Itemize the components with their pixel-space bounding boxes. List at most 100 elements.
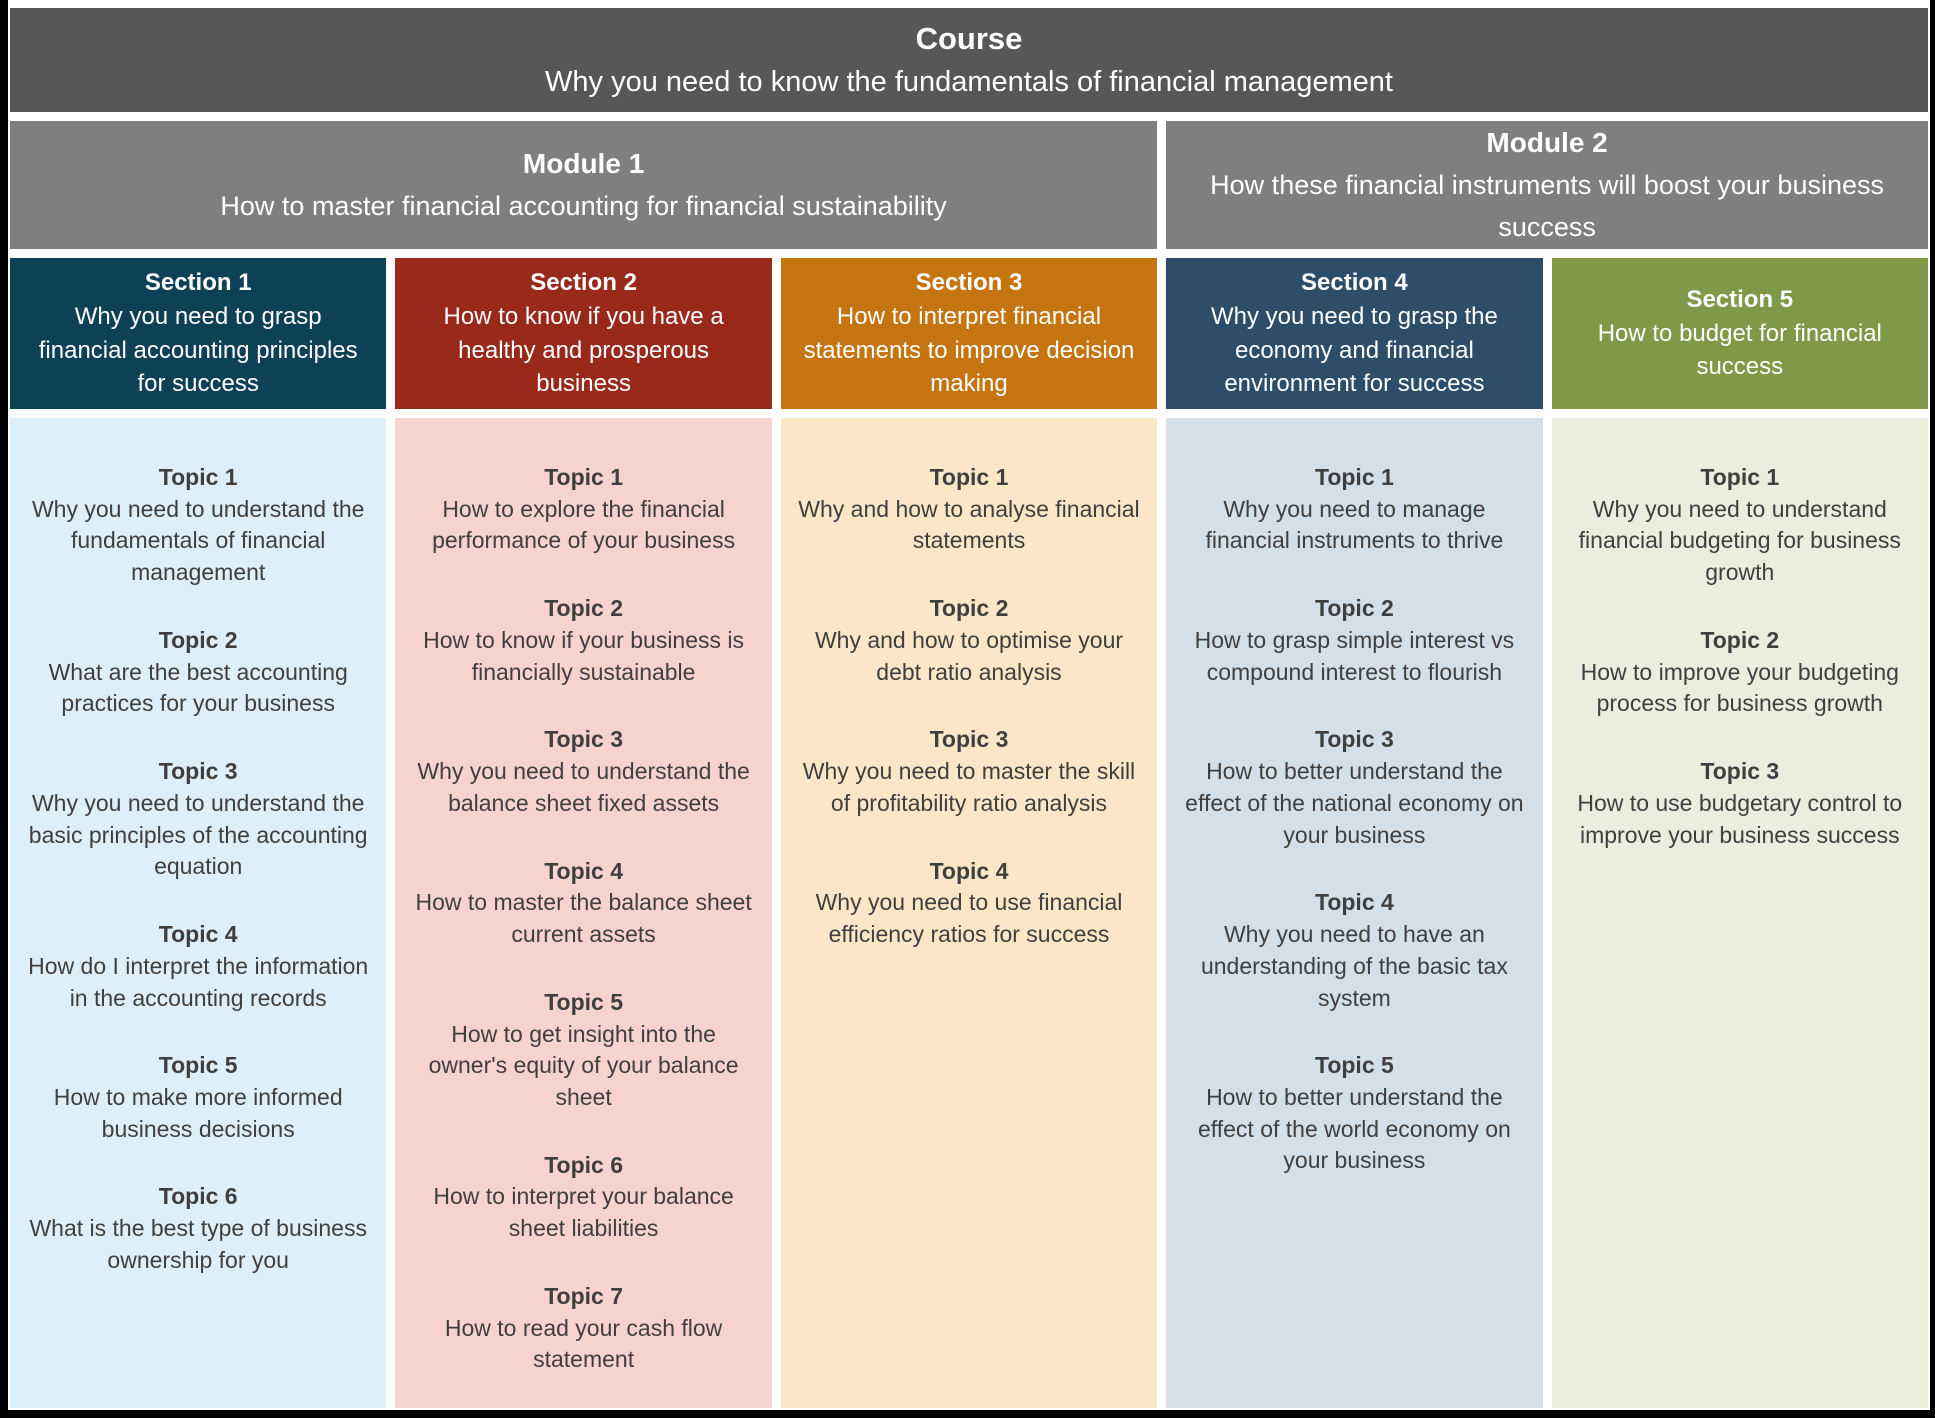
topic-text: How to read your cash flow statement — [444, 1314, 723, 1373]
topic-item: Topic 2 How to know if your business is f… — [409, 593, 757, 688]
section-header-3: Section 3 How to interpret financial sta… — [780, 258, 1158, 409]
topic-text: How to better understand the effect of t… — [1185, 758, 1524, 848]
topic-text: Why you need to understand the basic pri… — [28, 789, 368, 880]
topic-label: Topic 3 — [929, 726, 1009, 753]
section-header-1: Section 1 Why you need to grasp financia… — [10, 258, 387, 409]
topic-item: Topic 2 How to improve your budgeting pro… — [1566, 625, 1914, 720]
module-label: Module 1 — [522, 148, 645, 180]
course-label: Course — [915, 20, 1023, 56]
topic-label: Topic 2 — [1700, 626, 1780, 653]
topic-item: Topic 3 How to better understand the effe… — [1180, 724, 1528, 851]
topic-label: Topic 2 — [158, 626, 238, 653]
topic-label: Topic 3 — [1314, 726, 1394, 753]
topic-text: How to master the balance sheet current … — [415, 889, 752, 948]
topic-item: Topic 1 Why you need to understand financ… — [1566, 462, 1914, 589]
topic-item: Topic 6 How to interpret your balance she… — [409, 1150, 757, 1245]
topic-item: Topic 4 How do I interpret the informatio… — [24, 919, 372, 1014]
topic-label: Topic 4 — [158, 921, 238, 948]
topic-text: Why you need to understand the fundament… — [31, 495, 365, 586]
section-title: How to know if you have a healthy and pr… — [443, 302, 724, 398]
topic-label: Topic 4 — [544, 857, 623, 884]
topic-item: Topic 1 Why you need to manage financial … — [1180, 462, 1528, 557]
topic-text: Why you need to master the skill of prof… — [802, 758, 1136, 816]
topic-label: Topic 5 — [1314, 1052, 1394, 1079]
topic-text: How to make more informed business decis… — [53, 1084, 343, 1142]
section-title: Why you need to grasp the economy and fi… — [1210, 302, 1498, 398]
topic-item: Topic 7 How to read your cash flow statem… — [409, 1281, 757, 1376]
topic-text: Why you need to have an understanding of… — [1200, 921, 1508, 1011]
topic-item: Topic 4 How to master the balance sheet c… — [409, 856, 757, 951]
topic-text: Why and how to analyse financial stateme… — [798, 495, 1140, 554]
topics-column-3: Topic 1 Why and how to analyse financial … — [780, 418, 1158, 1408]
section-header-4: Section 4 Why you need to grasp the econ… — [1166, 258, 1543, 409]
module-1-header: Module 1 How to master financial account… — [10, 121, 1158, 249]
topic-text: What are the best accounting practices f… — [48, 658, 348, 717]
section-label: Section 4 — [1301, 269, 1408, 297]
topic-text: How do I interpret the information in th… — [28, 952, 369, 1011]
topic-text: How to interpret your balance sheet liab… — [433, 1183, 734, 1242]
topic-text: Why and how to optimise your debt ratio … — [814, 626, 1124, 685]
module-title: How these financial instruments will boo… — [1210, 169, 1884, 242]
section-title: Why you need to grasp financial accounti… — [38, 302, 358, 398]
module-2-header: Module 2 How these financial instruments… — [1166, 121, 1928, 249]
topic-text: How to improve your budgeting process fo… — [1580, 658, 1899, 717]
module-label: Module 2 — [1486, 127, 1608, 159]
topic-item: Topic 4 Why you need to have an understan… — [1180, 887, 1528, 1014]
topic-label: Topic 6 — [158, 1183, 238, 1210]
topic-text: What is the best type of business owners… — [29, 1215, 367, 1273]
topic-label: Topic 1 — [1314, 464, 1394, 490]
topic-text: Why you need to understand the balance s… — [417, 758, 750, 816]
topic-text: Why you need to use financial efficiency… — [815, 889, 1123, 948]
topic-text: Why you need to manage financial instrum… — [1205, 495, 1504, 554]
topic-item: Topic 5 How to get insight into the owner… — [409, 987, 757, 1114]
topic-label: Topic 6 — [544, 1151, 623, 1178]
section-header-5: Section 5 How to budget for financial su… — [1551, 258, 1928, 409]
course-header: Course Why you need to know the fundamen… — [10, 8, 1928, 112]
topic-label: Topic 5 — [158, 1052, 238, 1079]
section-title: How to interpret financial statements to… — [803, 302, 1135, 398]
topic-text: Why you need to understand financial bud… — [1578, 495, 1901, 586]
topic-item: Topic 4 Why you need to use financial eff… — [795, 856, 1143, 951]
topic-label: Topic 4 — [929, 857, 1009, 884]
section-label: Section 1 — [144, 269, 252, 297]
topic-text: How to explore the financial performance… — [432, 495, 736, 554]
topic-text: How to better understand the effect of t… — [1197, 1084, 1511, 1174]
course-title: Why you need to know the fundamentals of… — [545, 66, 1393, 99]
topic-item: Topic 3 Why you need to master the skill … — [795, 724, 1143, 819]
topic-label: Topic 7 — [544, 1282, 623, 1309]
topics-column-4: Topic 1 Why you need to manage financial … — [1166, 418, 1543, 1408]
topic-text: How to know if your business is financia… — [423, 626, 745, 685]
topic-label: Topic 2 — [544, 595, 623, 622]
topic-item: Topic 2 What are the best accounting prac… — [24, 625, 372, 720]
topic-text: How to get insight into the owner's equi… — [428, 1020, 739, 1111]
section-label: Section 3 — [915, 269, 1023, 297]
topic-label: Topic 5 — [544, 988, 623, 1015]
topic-item: Topic 1 How to explore the financial perf… — [409, 462, 757, 557]
topic-item: Topic 3 How to use budgetary control to i… — [1566, 756, 1914, 851]
topic-label: Topic 1 — [929, 464, 1009, 490]
section-label: Section 2 — [530, 269, 637, 297]
topic-item: Topic 3 Why you need to understand the ba… — [24, 756, 372, 883]
topic-label: Topic 1 — [544, 464, 623, 490]
topic-label: Topic 1 — [1700, 464, 1780, 490]
topic-label: Topic 3 — [1700, 758, 1780, 785]
topic-item: Topic 3 Why you need to understand the ba… — [409, 724, 757, 819]
topic-label: Topic 4 — [1314, 889, 1394, 916]
topics-column-2: Topic 1 How to explore the financial perf… — [395, 418, 772, 1408]
topic-item: Topic 5 How to make more informed busines… — [24, 1050, 372, 1145]
topic-label: Topic 3 — [158, 758, 238, 785]
topic-item: Topic 5 How to better understand the effe… — [1180, 1050, 1528, 1177]
topics-column-5: Topic 1 Why you need to understand financ… — [1551, 418, 1928, 1408]
topic-text: How to use budgetary control to improve … — [1577, 789, 1903, 848]
section-title: How to budget for financial success — [1597, 319, 1882, 381]
module-title: How to master financial accounting for f… — [220, 190, 947, 221]
topic-item: Topic 1 Why and how to analyse financial … — [795, 462, 1143, 557]
topic-label: Topic 3 — [544, 726, 623, 753]
topic-label: Topic 2 — [1314, 595, 1394, 622]
topic-item: Topic 6 What is the best type of business… — [24, 1181, 372, 1276]
